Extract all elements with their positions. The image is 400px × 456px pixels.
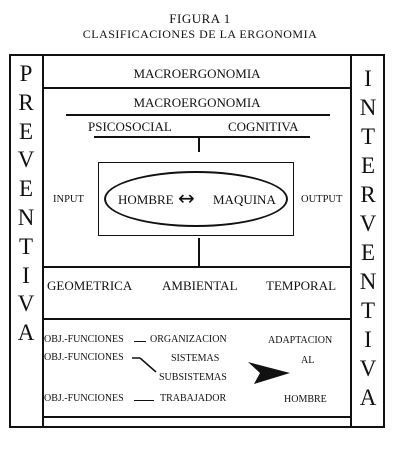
triangle-arrow-icon (248, 362, 290, 384)
right-divider (350, 55, 352, 427)
input-label: INPUT (53, 194, 84, 205)
connector-to-factors (198, 238, 200, 266)
psico-cognitiva-line (94, 136, 310, 138)
interventiva-letter: E (360, 153, 376, 178)
maquina-label: MAQUINA (213, 192, 276, 207)
preventiva-column: P R E V E N T I V A (10, 60, 42, 348)
figure-title: CLASIFICACIONES DE LA ERGONOMIA (82, 27, 318, 41)
objectives-box (42, 318, 352, 418)
factors-top-line (42, 266, 350, 268)
system-box (98, 162, 294, 236)
interventiva-letter: N (359, 95, 377, 120)
interventiva-letter: R (360, 182, 376, 207)
ambiental-label: AMBIENTAL (162, 278, 238, 293)
dash-line (134, 400, 154, 401)
preventiva-letter: A (17, 320, 35, 346)
preventiva-letter: E (18, 118, 34, 144)
geometrica-label: GEOMETRICA (47, 278, 133, 293)
output-label: OUTPUT (301, 194, 343, 205)
preventiva-letter: P (19, 61, 33, 86)
hombre-bottom-label: HOMBRE (284, 394, 327, 405)
preventiva-letter: N (17, 204, 35, 230)
sistemas-label: SISTEMAS (171, 353, 220, 364)
macroergonomia-second: MACROERGONOMIA (133, 95, 261, 110)
branch-connector (132, 357, 157, 373)
obj-funciones-1: OBJ.-FUNCIONES (44, 334, 124, 345)
dash-line (134, 341, 146, 342)
obj-funciones-2: OBJ.-FUNCIONES (44, 352, 124, 363)
interventiva-letter: E (360, 240, 376, 265)
interventiva-letter: T (360, 298, 376, 323)
left-divider (42, 55, 44, 427)
subsistemas-label: SUBSISTEMAS (159, 372, 227, 383)
interventiva-letter: N (359, 269, 377, 294)
obj-funciones-3: OBJ.-FUNCIONES (44, 393, 124, 404)
hombre-label: HOMBRE (118, 192, 174, 207)
bidirectional-arrow-icon: ↔ (178, 186, 195, 210)
interventiva-column: I N T E R V E N T I V A (352, 64, 384, 412)
macro-separator-line (42, 87, 350, 89)
outer-frame (9, 54, 385, 428)
interventiva-letter: I (364, 327, 372, 352)
al-label: AL (301, 355, 315, 366)
preventiva-letter: T (18, 233, 34, 259)
preventiva-letter: R (18, 89, 34, 115)
organizacion-label: ORGANIZACION (150, 334, 227, 345)
connector-to-system (198, 136, 200, 152)
hombre-maquina-oval (104, 171, 288, 227)
trabajador-label: TRABAJADOR (160, 393, 227, 404)
interventiva-letter: V (359, 211, 377, 236)
cognitiva-label: COGNITIVA (228, 119, 299, 134)
interventiva-letter: V (359, 356, 377, 381)
interventiva-letter: I (364, 66, 372, 91)
figure-label: FIGURA 1 (169, 11, 231, 26)
psicosocial-label: PSICOSOCIAL (88, 119, 172, 134)
preventiva-letter: V (17, 147, 35, 173)
interventiva-letter: T (360, 124, 376, 149)
temporal-label: TEMPORAL (266, 278, 337, 293)
preventiva-letter: I (22, 262, 30, 288)
preventiva-letter: V (17, 291, 35, 317)
macro-branch-line (66, 114, 330, 116)
adaptacion-label: ADAPTACION (268, 335, 333, 346)
macroergonomia-top: MACROERGONOMIA (133, 66, 261, 81)
interventiva-letter: A (359, 385, 377, 410)
preventiva-letter: E (18, 176, 34, 202)
